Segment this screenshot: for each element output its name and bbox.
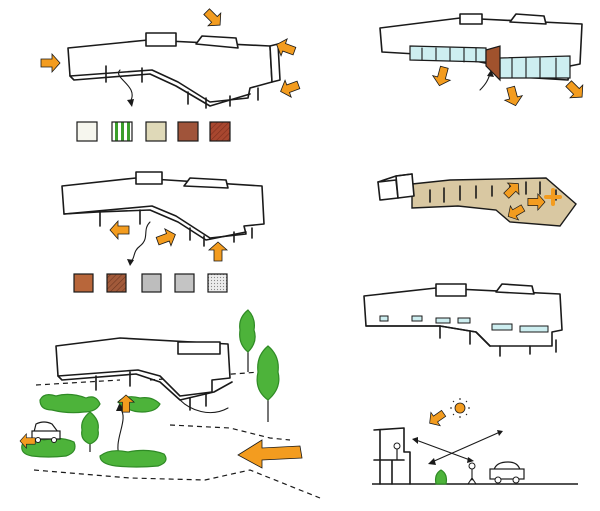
large-orange-arrow-icon — [237, 439, 303, 469]
orange-arrow-icon — [109, 220, 130, 240]
orange-arrow-icon — [430, 64, 454, 89]
building-massing-sketch-1 — [67, 32, 281, 109]
swatch — [73, 273, 94, 293]
swatch — [174, 273, 195, 293]
swatch — [209, 121, 231, 142]
swatch — [106, 273, 127, 293]
hedge — [39, 393, 101, 414]
car-icon — [31, 421, 61, 443]
swatch — [76, 121, 98, 142]
orange-arrow-icon — [208, 241, 228, 262]
building-elevation-sketch — [363, 283, 563, 357]
swatch — [177, 121, 199, 142]
material-palette-1 — [76, 121, 231, 142]
orange-arrow-icon — [277, 76, 302, 101]
terrace-plan-sketch — [377, 173, 577, 227]
person-icon — [467, 462, 477, 485]
tree-icon — [239, 309, 256, 372]
tree-icon — [256, 345, 280, 422]
building-facade-sketch — [379, 13, 583, 91]
site-plan-sketch — [21, 309, 321, 499]
swatch — [111, 121, 133, 142]
hedge — [99, 449, 167, 468]
car-icon — [489, 461, 525, 484]
orange-arrow-icon — [561, 76, 589, 104]
plus-icon — [544, 188, 562, 206]
building-massing-sketch-2 — [61, 171, 265, 266]
orange-arrow-icon — [40, 53, 61, 73]
material-palette-2 — [73, 273, 228, 293]
orange-arrow-icon — [154, 225, 179, 250]
sun-icon — [450, 398, 470, 418]
orange-arrow-icon — [424, 406, 449, 431]
orange-arrow-icon — [501, 84, 525, 109]
orange-arrow-icon — [199, 4, 227, 32]
swatch — [145, 121, 167, 142]
tree-icon — [81, 411, 99, 452]
section-sketch — [372, 398, 578, 485]
swatch — [207, 273, 228, 293]
swatch — [141, 273, 162, 293]
tree-icon — [434, 469, 448, 485]
